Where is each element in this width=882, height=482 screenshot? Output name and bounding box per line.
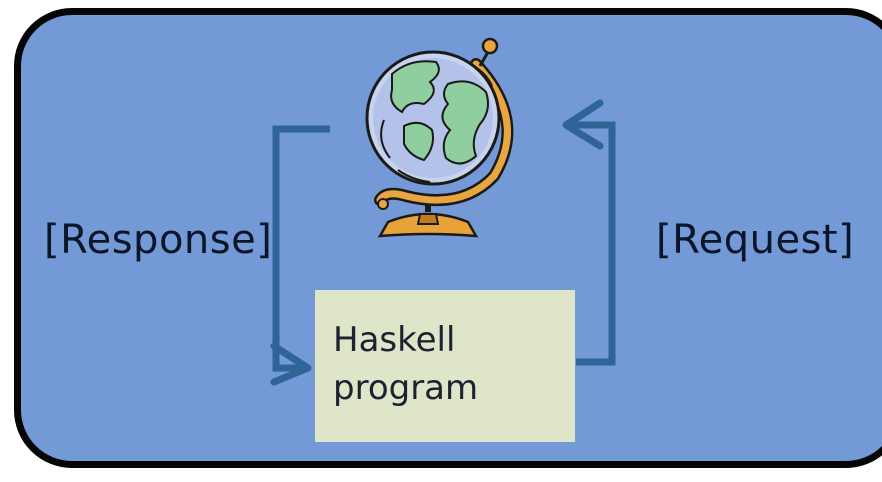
globe-icon <box>365 37 514 238</box>
request-arrowhead <box>562 99 604 150</box>
program-line-1: Haskell <box>333 320 456 360</box>
haskell-program-box: Haskell program <box>315 290 575 442</box>
response-arrow <box>272 125 330 372</box>
program-line-2: program <box>333 368 479 408</box>
response-label: [Response] <box>44 217 273 263</box>
request-arrow <box>568 121 616 366</box>
response-arrowhead <box>270 342 312 386</box>
program-text: Haskell program <box>333 316 478 412</box>
request-label: [Request] <box>656 217 855 263</box>
